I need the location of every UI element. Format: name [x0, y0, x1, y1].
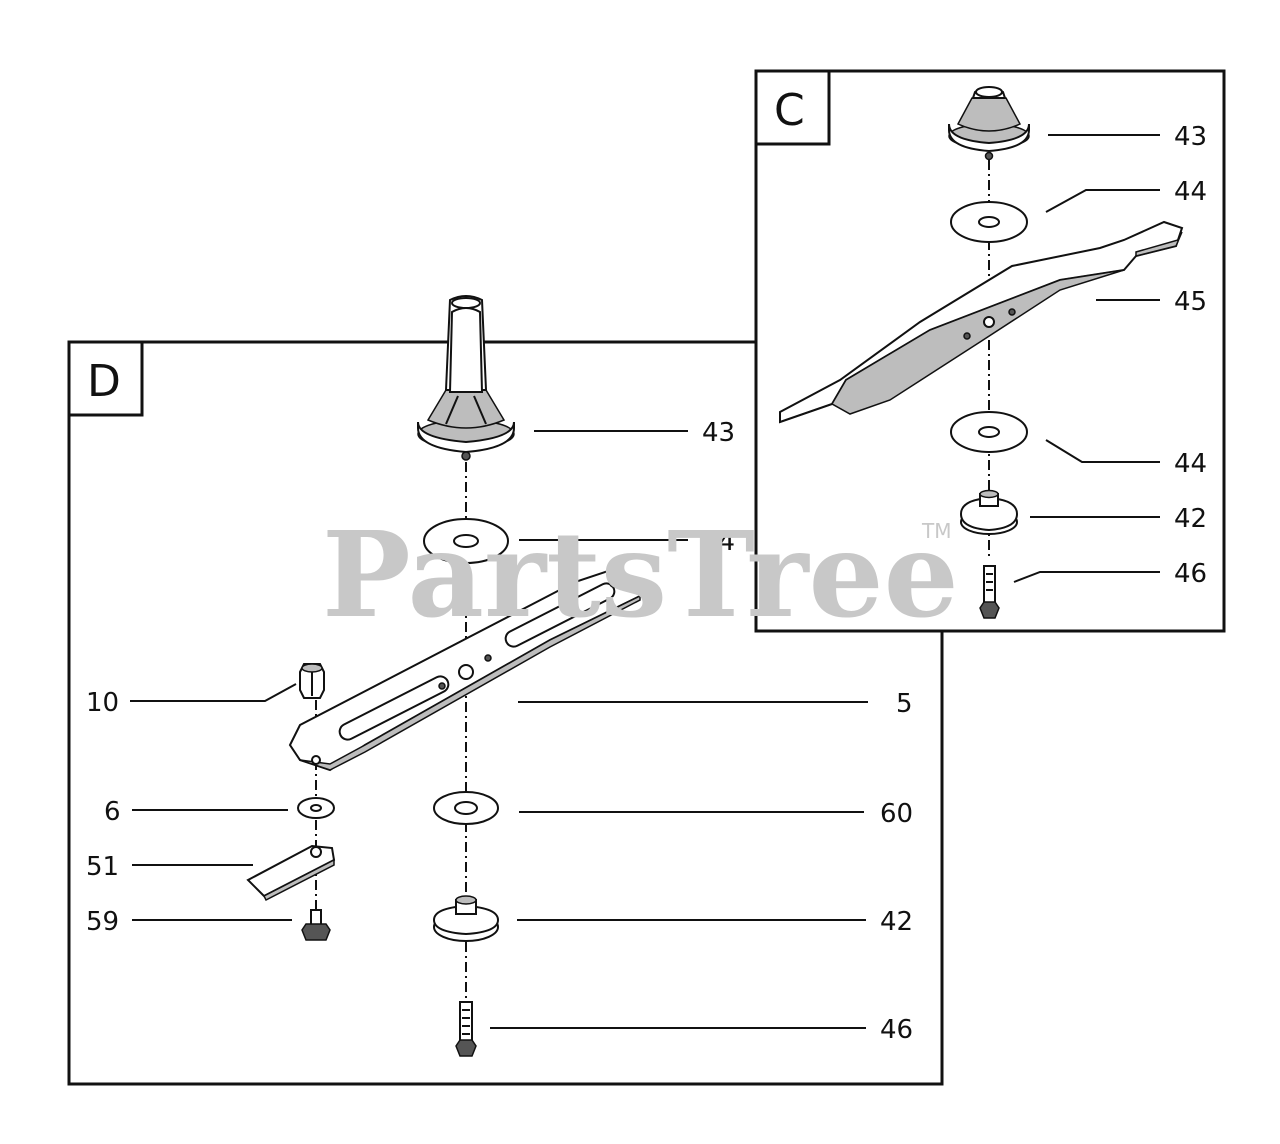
leader-d-10 — [130, 683, 297, 702]
callout-c-45: 45 — [1174, 287, 1207, 317]
callout-c-43: 43 — [1174, 122, 1207, 152]
c-washer-part-44-bottom — [950, 411, 1028, 453]
c-washer-part-44-top — [950, 201, 1028, 243]
watermark-trademark: TM — [921, 519, 951, 543]
c-blade-part-45 — [779, 220, 1184, 424]
callout-d-60: 60 — [880, 799, 913, 829]
leader-c-46 — [1013, 571, 1160, 583]
callout-c-44-top: 44 — [1174, 177, 1207, 207]
bolt-part-46 — [455, 1001, 477, 1057]
c-adapter-part-43 — [948, 86, 1030, 161]
callout-d-6: 6 — [104, 797, 121, 827]
leader-c-44-bottom — [1045, 439, 1160, 463]
callout-d-59: 59 — [86, 907, 119, 937]
panel-c-letter: C — [774, 85, 805, 136]
panel-d-letter-box — [67, 340, 144, 417]
washer-part-60 — [433, 791, 499, 825]
nut-part-10 — [299, 663, 325, 699]
callout-d-51: 51 — [86, 852, 119, 882]
callout-c-46: 46 — [1174, 559, 1207, 589]
washer-part-44 — [423, 518, 509, 564]
leader-c-44-top — [1045, 189, 1160, 213]
small-blade-part-51 — [246, 844, 336, 902]
callout-d-46: 46 — [880, 1015, 913, 1045]
callout-c-42: 42 — [1174, 504, 1207, 534]
panel-c: C 43 44 45 — [754, 69, 1226, 633]
callout-d-44: 44 — [702, 527, 735, 557]
washer-part-6 — [297, 797, 335, 819]
c-hub-part-42 — [959, 489, 1019, 535]
hub-part-42 — [432, 895, 500, 942]
c-bolt-part-46 — [979, 565, 1000, 619]
callout-d-10: 10 — [86, 688, 119, 718]
panel-c-letter-box — [754, 69, 831, 146]
callout-c-44-bottom: 44 — [1174, 449, 1207, 479]
adapter-part-43 — [417, 295, 515, 461]
bolt-part-59 — [301, 909, 331, 941]
callout-d-5: 5 — [896, 689, 913, 719]
callout-d-42: 42 — [880, 907, 913, 937]
watermark-text: PartsTree — [322, 505, 959, 644]
blade-part-5 — [288, 565, 642, 772]
panel-d-letter: D — [87, 356, 121, 407]
callout-d-43: 43 — [702, 418, 735, 448]
